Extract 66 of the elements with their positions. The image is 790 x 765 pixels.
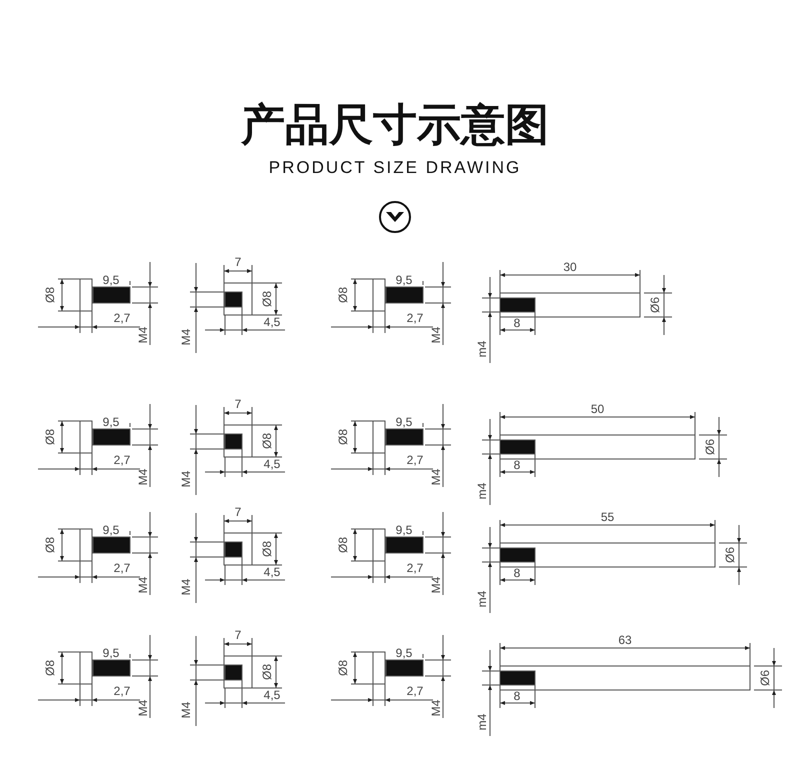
dimension-label: Ø8 — [337, 660, 349, 676]
dimension-label: m4 — [476, 340, 488, 358]
dimension-label: Ø8 — [44, 429, 56, 445]
dimension-label: M4 — [430, 326, 442, 344]
dimension-label: Ø8 — [44, 537, 56, 553]
dimension-label: 8 — [514, 690, 520, 702]
dimension-label: Ø6 — [649, 297, 661, 313]
dimension-label: 8 — [514, 567, 520, 579]
dimension-label: M4 — [180, 702, 192, 718]
dimension-label: Ø6 — [704, 439, 716, 455]
dimension-label: M4 — [430, 576, 442, 594]
dimension-label: 9,5 — [396, 274, 412, 286]
dimension-label: 2,7 — [114, 685, 130, 697]
dimension-label: 2,7 — [406, 562, 424, 574]
dimension-label: Ø8 — [44, 660, 56, 676]
dimension-label: 9,5 — [396, 524, 412, 536]
dimension-label: 2,7 — [114, 562, 130, 574]
dimension-label: 4,5 — [264, 316, 280, 328]
dimension-label: m4 — [476, 714, 488, 730]
dimension-label: 9,5 — [396, 416, 412, 428]
dimension-label: 9,5 — [102, 647, 120, 659]
dimension-label: Ø8 — [337, 429, 349, 445]
dimension-label: 7 — [234, 256, 242, 268]
dimension-label: M4 — [180, 328, 192, 346]
dimension-label: 9,5 — [102, 416, 120, 428]
dimension-label: 8 — [514, 317, 520, 329]
dimension-label: Ø8 — [44, 287, 56, 303]
dimension-label: M4 — [430, 700, 442, 716]
dimension-label: 9,5 — [102, 524, 120, 536]
dimension-label: M4 — [137, 576, 149, 594]
dimension-label: 2,7 — [114, 312, 130, 324]
dimension-label: M4 — [430, 468, 442, 486]
dimension-label: Ø6 — [759, 670, 771, 686]
dimension-label: 2,7 — [406, 454, 424, 466]
dimension-label: 4,5 — [264, 689, 280, 701]
dimension-label: Ø8 — [337, 537, 349, 553]
dimension-label: 8 — [514, 459, 520, 471]
dimension-label: 55 — [600, 511, 614, 523]
dimension-label: 9,5 — [102, 274, 120, 286]
dimension-label: 7 — [234, 629, 242, 641]
dimension-label: M4 — [180, 578, 192, 596]
dimension-label: Ø6 — [724, 547, 736, 563]
dimension-label: 30 — [563, 261, 577, 273]
title: 产品尺寸示意图 — [241, 100, 549, 152]
dimension-label: 7 — [234, 506, 242, 518]
dimension-label: Ø8 — [261, 541, 273, 557]
dimension-label: 63 — [618, 634, 632, 646]
dimension-label: M4 — [137, 700, 149, 716]
dimension-label: 2,7 — [406, 312, 424, 324]
dimension-label: Ø8 — [261, 291, 273, 307]
dimension-label: M4 — [137, 326, 149, 344]
dimension-label: m4 — [476, 590, 488, 608]
dimension-label: 4,5 — [264, 458, 280, 470]
dimension-label: 4,5 — [264, 566, 280, 578]
dimension-label: M4 — [180, 470, 192, 488]
dimension-label: 2,7 — [406, 685, 424, 697]
dimension-label: m4 — [476, 482, 488, 500]
dimension-label: 50 — [590, 403, 604, 415]
dimension-label: Ø8 — [337, 287, 349, 303]
dimension-label: Ø8 — [261, 433, 273, 449]
dimension-label: 2,7 — [114, 454, 130, 466]
subtitle: PRODUCT SIZE DRAWING — [268, 158, 522, 178]
dimension-label: 7 — [234, 398, 242, 410]
dimension-label: M4 — [137, 468, 149, 486]
dimension-label: Ø8 — [261, 664, 273, 680]
dimension-label: 9,5 — [396, 647, 412, 659]
